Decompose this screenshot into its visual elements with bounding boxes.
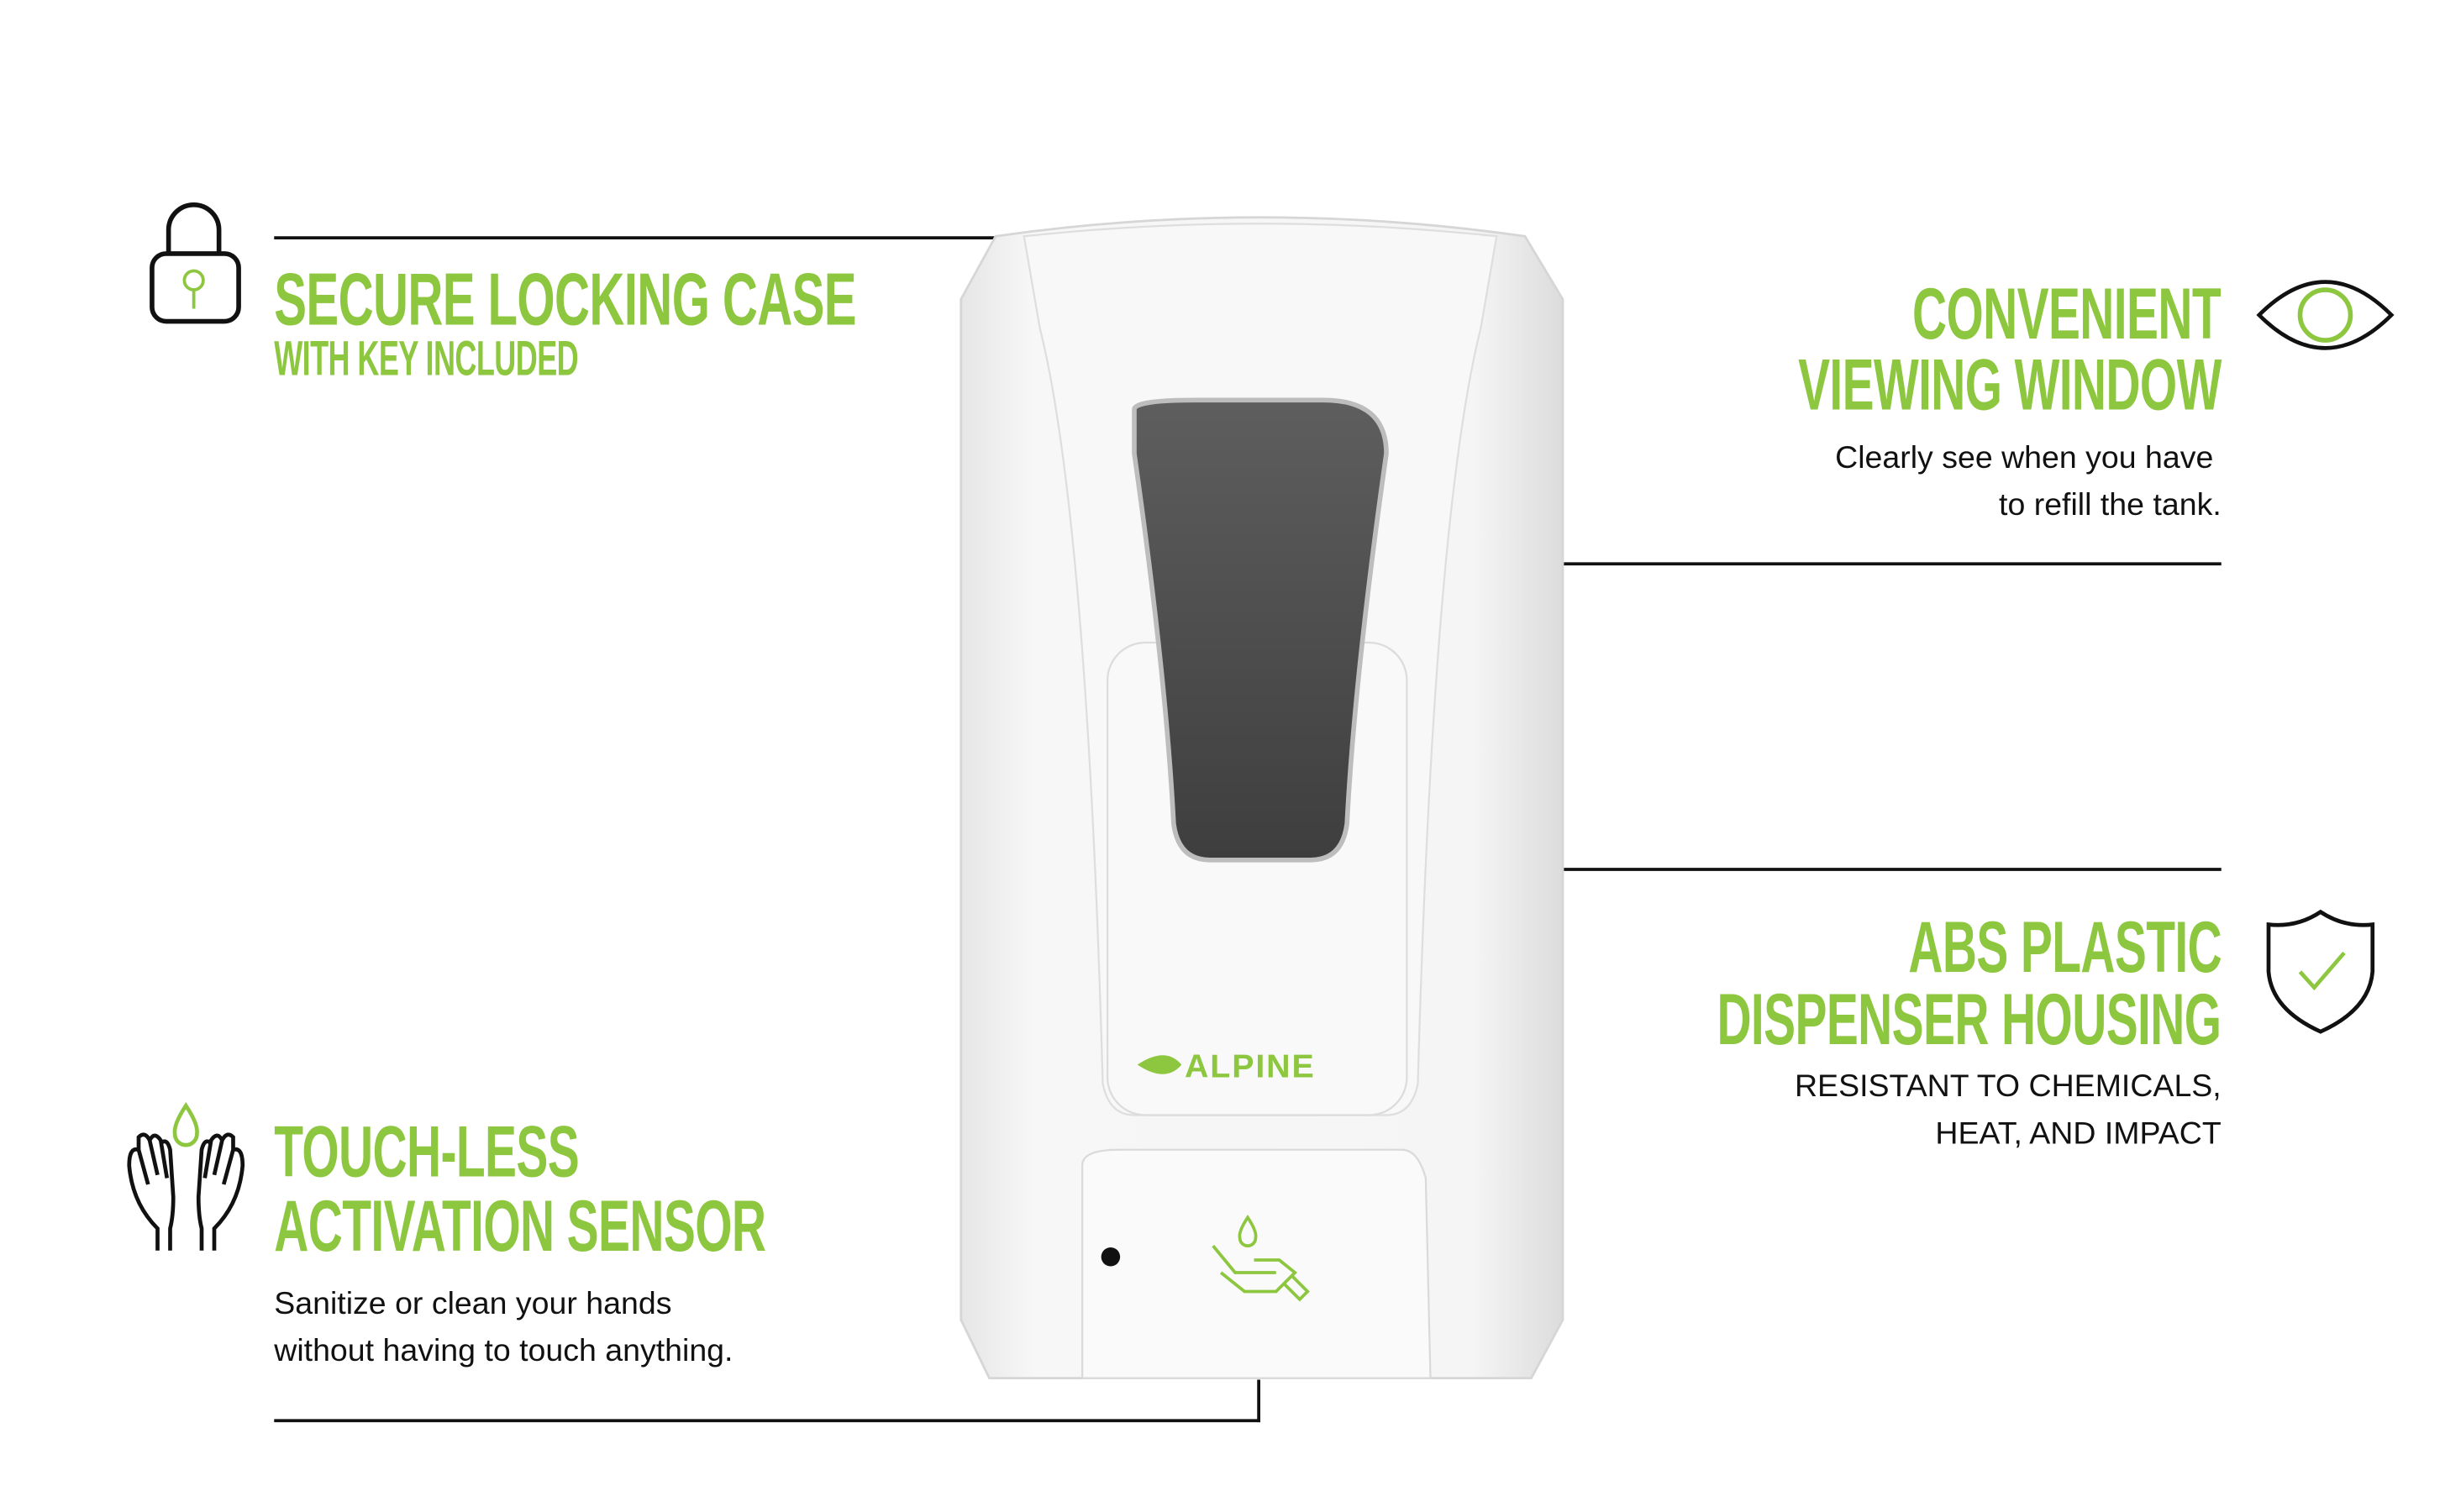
feature-title-sensor-line2: ACTIVATION SENSOR (274, 1184, 766, 1267)
leader-line-window (1370, 562, 2222, 565)
brand-logo-text: ALPINE (1185, 1048, 1316, 1085)
feature-title-lock: SECURE LOCKING CASE (274, 256, 856, 340)
eye-icon (2256, 280, 2395, 350)
feature-title-housing-line2: DISPENSER HOUSING (1717, 978, 2222, 1060)
leader-line-sensor-vertical (1257, 1379, 1260, 1423)
soap-dispenser-image: ALPINE (960, 216, 1564, 1380)
feature-desc-window-line2: to refill the tank. (1999, 488, 2222, 523)
hands-drop-icon (127, 1102, 245, 1251)
feature-desc-window-line1: Clearly see when you have (1835, 441, 2214, 476)
feature-desc-sensor-line1: Sanitize or clean your hands (274, 1286, 672, 1322)
feature-title-sensor-line1: TOUCH-LESS (274, 1110, 580, 1193)
feature-subtitle-lock: WITH KEY INCLUDED (274, 330, 579, 386)
lock-icon (150, 202, 241, 324)
feature-desc-sensor-line2: without having to touch anything. (274, 1334, 734, 1369)
shield-check-icon (2266, 909, 2375, 1034)
feature-title-housing-line1: ABS PLASTIC (1908, 906, 2222, 988)
feature-desc-housing-line2: HEAT, AND IMPACT (1935, 1116, 2222, 1152)
feature-desc-housing-line1: RESISTANT TO CHEMICALS, (1794, 1069, 2222, 1105)
alpine-leaf-logo-icon (1137, 1055, 1182, 1074)
leader-line-lock (274, 236, 1001, 239)
leader-line-sensor (274, 1419, 1260, 1422)
feature-title-window-line1: CONVENIENT (1912, 272, 2222, 354)
feature-title-window-line2: VIEWING WINDOW (1798, 343, 2222, 426)
leader-line-housing (1559, 868, 2222, 870)
